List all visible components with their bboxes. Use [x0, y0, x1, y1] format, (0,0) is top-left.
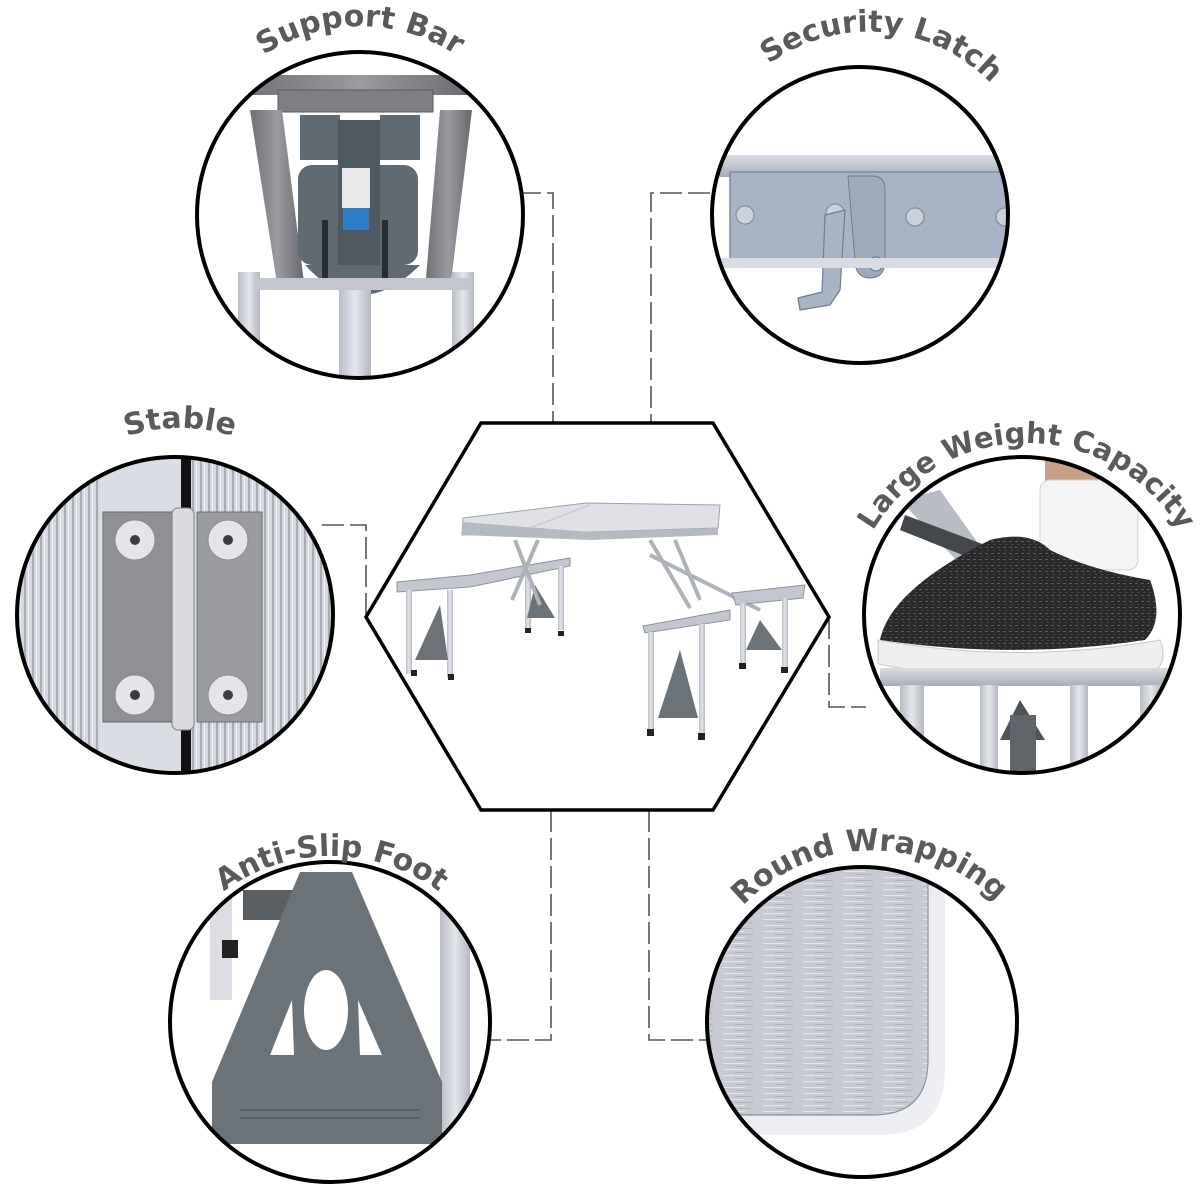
feature-support-bar: Support Bar [195, 0, 525, 380]
connector-stable [322, 524, 367, 617]
support-bar-closeup-image [197, 52, 523, 378]
latch-closeup-image [712, 67, 1008, 363]
connector-large-weight-capacity [828, 617, 866, 708]
feature-large-weight-capacity: Large Weight Capacity [850, 416, 1200, 775]
connector-lines [322, 192, 866, 1041]
connector-support-bar [519, 192, 554, 423]
label-stable: Stable [120, 401, 240, 444]
feature-round-wrapping: Round Wrapping [705, 823, 1019, 1179]
connector-anti-slip-foot [490, 810, 552, 1041]
connector-security-latch [650, 192, 710, 423]
feature-security-latch: Security Latch [710, 4, 1010, 365]
connector-round-wrapping [648, 810, 708, 1041]
folding-table-image [396, 502, 806, 740]
hinge-closeup-image [17, 457, 333, 773]
rounded-corner-closeup-image [707, 867, 1017, 1177]
feature-anti-slip-foot: Anti-Slip Foot [168, 829, 492, 1184]
center-product-hexagon [363, 421, 832, 812]
feature-stable: Stable [15, 401, 335, 775]
